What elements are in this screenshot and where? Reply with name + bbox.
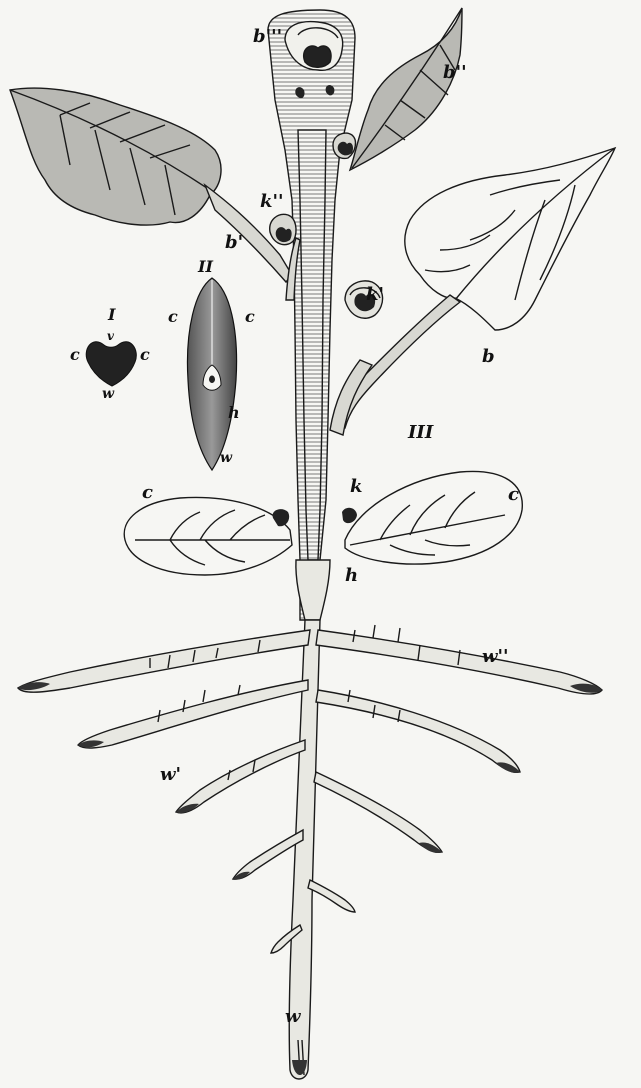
label-k1: k' — [366, 284, 384, 305]
label-c-right: c — [508, 484, 519, 505]
root-lateral-second-right — [316, 690, 520, 773]
root-lateral-upper-right — [316, 625, 602, 694]
cotyledon-left — [124, 497, 292, 575]
figure-I-seed — [86, 342, 136, 386]
figure-II-seed-section — [187, 278, 236, 470]
label-fig-I: I — [107, 305, 116, 324]
bud-upper-right — [333, 133, 355, 158]
root-lateral-third-left — [176, 740, 305, 813]
label-II-h: h — [228, 403, 240, 422]
label-fig-III: III — [407, 422, 434, 443]
label-fig-II: II — [197, 257, 213, 276]
label-I-v: v — [107, 329, 115, 343]
label-II-c-left: c — [168, 307, 178, 326]
main-stem — [268, 10, 355, 620]
label-II-c-right: c — [245, 307, 255, 326]
label-II-w: w — [220, 450, 233, 466]
label-c-left: c — [142, 482, 153, 503]
label-b2: b'' — [443, 62, 467, 83]
bud-k2 — [270, 214, 296, 244]
root-lateral-third-right — [314, 772, 442, 853]
label-b1: b' — [225, 232, 243, 253]
label-w: w — [285, 1006, 302, 1027]
label-I-w: w — [102, 386, 115, 402]
leaf-b1 — [10, 88, 221, 225]
root-lateral-fourth-right — [308, 880, 355, 912]
root-lateral-fourth-left — [233, 830, 303, 880]
stem-branch-right — [330, 360, 372, 435]
label-b: b — [482, 346, 495, 367]
label-w1: w' — [160, 764, 181, 785]
cotyledon-right — [345, 471, 522, 564]
label-I-c-left: c — [70, 345, 80, 364]
label-I-c-right: c — [140, 345, 150, 364]
label-w2: w'' — [482, 646, 509, 667]
label-k2: k'' — [260, 191, 284, 212]
label-b3: b''' — [253, 26, 282, 47]
root-lateral-second-left — [78, 680, 308, 748]
root-lateral-upper-left — [18, 630, 310, 692]
label-h: h — [345, 565, 358, 586]
label-k: k — [350, 476, 362, 497]
bud-k-left — [273, 509, 290, 526]
leaf-b — [405, 148, 615, 330]
leaf-b2 — [350, 8, 462, 170]
bud-k-right — [342, 508, 357, 523]
